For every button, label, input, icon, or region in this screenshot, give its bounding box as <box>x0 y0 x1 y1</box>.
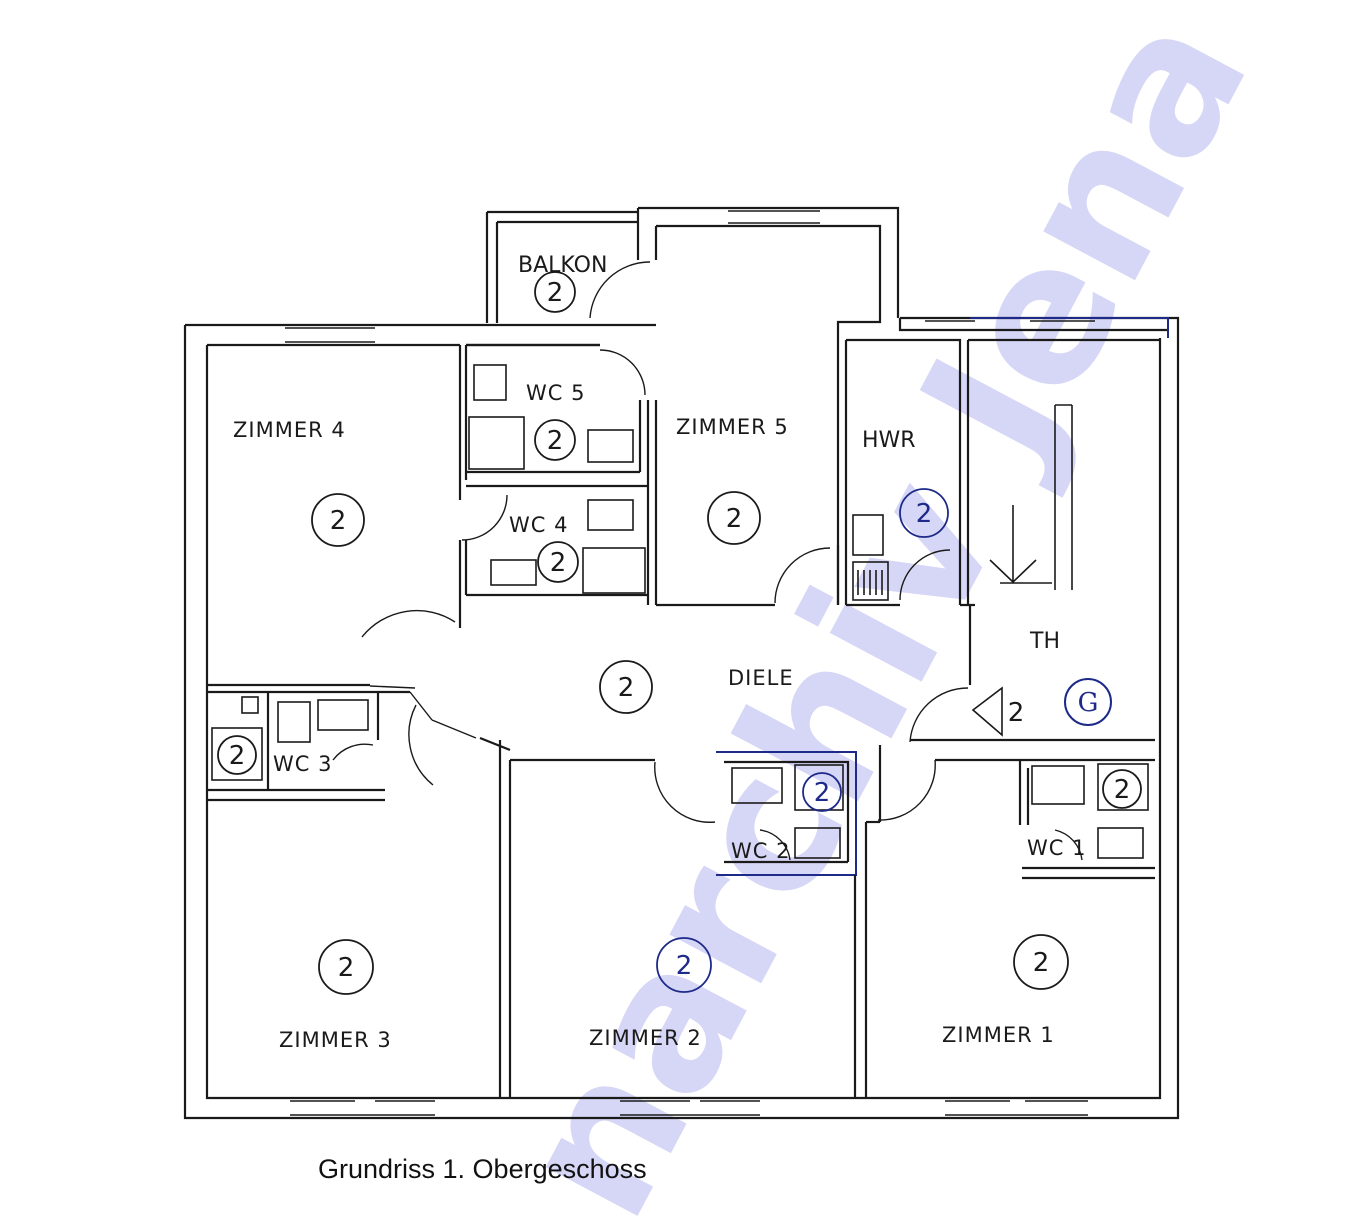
room-label-zimmer1: ZIMMER 1 <box>942 1023 1055 1047</box>
svg-text:2: 2 <box>916 499 933 529</box>
svg-text:2: 2 <box>550 548 567 578</box>
marker-zimmer3: 2 <box>318 939 374 995</box>
svg-text:2: 2 <box>618 673 635 703</box>
svg-text:2: 2 <box>547 426 564 456</box>
plan-caption: Grundriss 1. Obergeschoss <box>318 1154 647 1184</box>
svg-text:2: 2 <box>726 504 743 534</box>
marker-stair: 2 <box>1008 698 1025 728</box>
marker-zimmer4: 2 <box>311 493 365 547</box>
room-label-hwr: HWR <box>862 428 916 453</box>
marker-wc3: 2 <box>217 735 257 775</box>
marker-wc1: 2 <box>1102 769 1142 809</box>
svg-text:G: G <box>1078 688 1099 718</box>
marker-hwr: 2 <box>899 488 949 538</box>
marker-diele: 2 <box>599 660 653 714</box>
room-label-wc3: WC 3 <box>273 752 332 776</box>
marker-balkon: 2 <box>534 271 576 313</box>
room-label-th: TH <box>1029 629 1060 654</box>
svg-text:2: 2 <box>338 953 355 983</box>
svg-text:2: 2 <box>1114 775 1131 805</box>
svg-text:2: 2 <box>547 278 564 308</box>
marker-zimmer1: 2 <box>1013 934 1069 990</box>
doors <box>332 261 1083 861</box>
room-label-wc5: WC 5 <box>526 381 585 405</box>
room-labels: BALKON WC 5 WC 4 WC 3 WC 2 WC 1 ZIMMER 4… <box>233 253 1086 1052</box>
room-label-diele: DIELE <box>728 666 794 690</box>
marker-g: G <box>1064 678 1112 726</box>
marker-wc5: 2 <box>534 419 576 461</box>
room-label-zimmer5: ZIMMER 5 <box>676 415 789 439</box>
room-label-zimmer2: ZIMMER 2 <box>589 1026 702 1050</box>
marker-wc4: 2 <box>537 541 579 583</box>
room-label-wc4: WC 4 <box>509 513 568 537</box>
marker-zimmer5: 2 <box>707 491 761 545</box>
marker-wc2: 2 <box>802 772 842 812</box>
svg-text:2: 2 <box>1033 948 1050 978</box>
svg-text:2: 2 <box>229 741 246 771</box>
svg-text:2: 2 <box>676 951 693 981</box>
sanitary-fixtures <box>211 364 1149 859</box>
circled-markers: 2 2 2 2 2 2 2 <box>217 271 1142 995</box>
room-label-zimmer3: ZIMMER 3 <box>279 1028 392 1052</box>
room-label-zimmer4: ZIMMER 4 <box>233 418 346 442</box>
svg-text:2: 2 <box>814 778 831 808</box>
marker-zimmer2: 2 <box>656 937 712 993</box>
interior-walls <box>207 323 1155 1098</box>
svg-text:2: 2 <box>1008 698 1025 728</box>
room-label-wc1: WC 1 <box>1027 836 1086 860</box>
room-label-wc2: WC 2 <box>731 839 790 863</box>
svg-text:2: 2 <box>330 506 347 536</box>
outer-walls <box>183 206 1180 1120</box>
